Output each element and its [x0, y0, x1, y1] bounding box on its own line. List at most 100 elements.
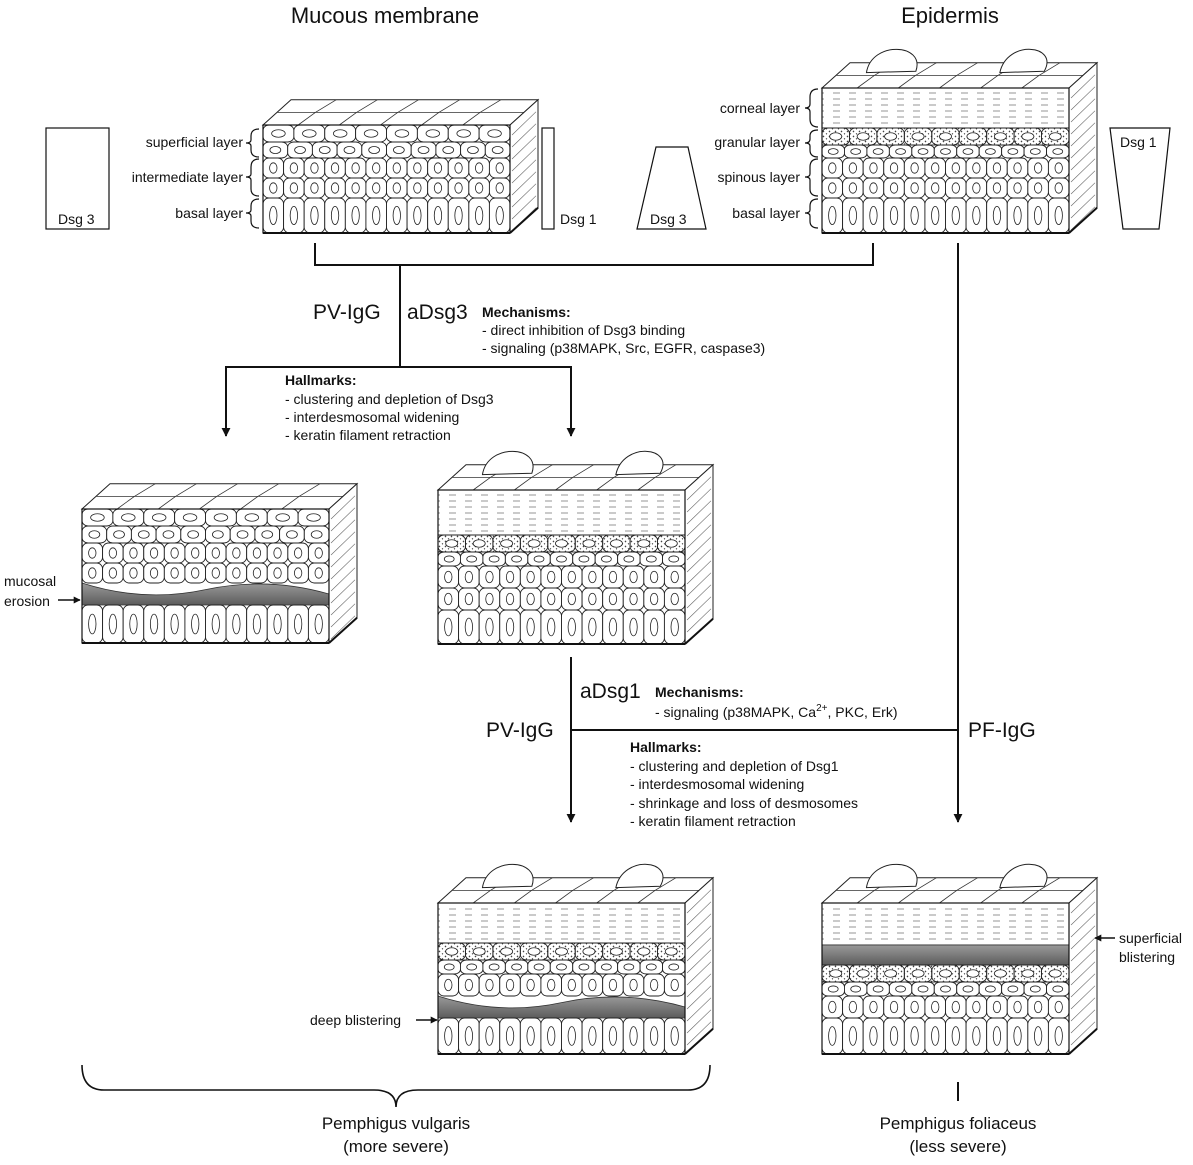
- cell-nucleus: [917, 985, 929, 993]
- cell-nucleus: [413, 205, 422, 225]
- cell-nucleus: [162, 530, 175, 539]
- cell-nucleus: [211, 547, 220, 559]
- cell-nucleus: [425, 129, 441, 138]
- cell-nucleus: [869, 205, 878, 225]
- granular-layer-brace: [804, 129, 819, 158]
- cell-nucleus: [869, 182, 878, 194]
- cell-nucleus: [856, 969, 870, 978]
- mechanisms-bottom-title: Mechanisms:: [655, 684, 744, 700]
- blister-cleft: [81, 582, 330, 606]
- cell-nucleus: [261, 530, 274, 539]
- hallmark-bottom-4: - keratin filament retraction: [630, 813, 796, 829]
- mucous-membrane-block: [261, 98, 540, 235]
- corneal-scale: [865, 863, 918, 889]
- block-base-line: [684, 1028, 714, 1055]
- side-face-line: [1070, 889, 1096, 914]
- hallmark-top-1: - clustering and depletion of Dsg3: [285, 391, 494, 407]
- cell-nucleus: [931, 182, 940, 194]
- cell-nucleus: [869, 1000, 878, 1014]
- cell-nucleus: [555, 947, 568, 956]
- basal-layer-label: basal layer: [175, 205, 243, 221]
- cell-nucleus: [582, 947, 596, 956]
- side-face-line: [686, 608, 712, 633]
- side-face-line: [686, 913, 712, 938]
- cell-nucleus: [608, 617, 618, 637]
- cell-nucleus: [495, 182, 504, 194]
- cell-nucleus: [444, 592, 453, 606]
- cell-nucleus: [828, 1026, 837, 1046]
- cell-nucleus: [332, 129, 348, 138]
- cell-nucleus: [869, 162, 878, 174]
- cell-nucleus: [232, 547, 241, 559]
- cell-nucleus: [88, 530, 101, 539]
- cell-nucleus: [273, 613, 282, 635]
- side-face-line: [1070, 1021, 1096, 1046]
- block-base-line: [328, 617, 358, 644]
- granular-layer-label: granular layer: [714, 134, 800, 150]
- cell-nucleus: [392, 162, 401, 174]
- cell-nucleus: [454, 205, 463, 225]
- superficial-layer-brace: [245, 128, 260, 158]
- cell-nucleus: [271, 129, 286, 138]
- cell-nucleus: [294, 567, 303, 579]
- cell-nucleus: [491, 146, 504, 154]
- cell-nucleus: [88, 567, 97, 579]
- cell-nucleus: [1021, 969, 1035, 978]
- side-face-line: [1070, 973, 1096, 998]
- cell-nucleus: [289, 182, 298, 194]
- cell-nucleus: [670, 1026, 679, 1046]
- cell-nucleus: [872, 148, 884, 155]
- cell-nucleus: [393, 146, 405, 154]
- cell-nucleus: [670, 592, 679, 606]
- side-face-line: [686, 1021, 712, 1046]
- cell-nucleus: [1034, 1026, 1043, 1046]
- side-face-line: [686, 512, 712, 537]
- cell-nucleus: [294, 613, 303, 635]
- corneal-scale: [481, 450, 534, 476]
- cell-nucleus: [113, 530, 125, 539]
- cell-nucleus: [433, 205, 443, 225]
- side-face-line: [330, 507, 356, 532]
- cell-nucleus: [889, 162, 899, 174]
- corneal-scale: [615, 863, 664, 889]
- side-face-line: [686, 560, 712, 585]
- spinous-layer-brace: [804, 158, 819, 197]
- cell-nucleus: [433, 162, 443, 174]
- block-front-outline: [262, 124, 511, 234]
- cell-nucleus: [856, 132, 870, 141]
- cell-nucleus: [212, 530, 224, 539]
- cell-nucleus: [629, 978, 638, 992]
- cell-nucleus: [269, 162, 278, 174]
- cell-nucleus: [1054, 182, 1063, 194]
- side-face-line: [330, 543, 356, 568]
- side-face-line: [1070, 913, 1096, 938]
- cell-nucleus: [910, 182, 919, 194]
- cell-nucleus: [527, 947, 541, 956]
- cell-nucleus: [848, 162, 857, 174]
- cell-nucleus: [1007, 985, 1019, 993]
- cell-nucleus: [269, 182, 278, 194]
- cell-nucleus: [547, 570, 556, 584]
- superficial-blistering-block: [820, 863, 1099, 1056]
- cell-nucleus: [556, 963, 567, 971]
- cell-nucleus: [993, 132, 1007, 141]
- pemphigus-foliaceus-label: Pemphigus foliaceus: [880, 1114, 1037, 1133]
- top-bracket: [314, 243, 874, 266]
- cell-nucleus: [445, 947, 459, 956]
- cell-nucleus: [191, 547, 200, 559]
- side-face-line: [1070, 985, 1096, 1010]
- cell-nucleus: [372, 162, 381, 174]
- block-front-outline: [437, 489, 686, 645]
- cell-nucleus: [252, 613, 262, 635]
- block-front-outline: [437, 902, 686, 1055]
- epidermis-block: [820, 48, 1099, 235]
- pf-severity-label: (less severe): [909, 1137, 1006, 1156]
- side-face-line: [1070, 206, 1096, 231]
- mucous-layer-labels: superficial layer intermediate layer bas…: [132, 128, 260, 229]
- corneal-scale: [999, 48, 1048, 74]
- side-face-line: [686, 985, 712, 1010]
- side-face-line: [686, 584, 712, 609]
- cell-nucleus: [433, 182, 443, 194]
- cell-nucleus: [578, 963, 590, 971]
